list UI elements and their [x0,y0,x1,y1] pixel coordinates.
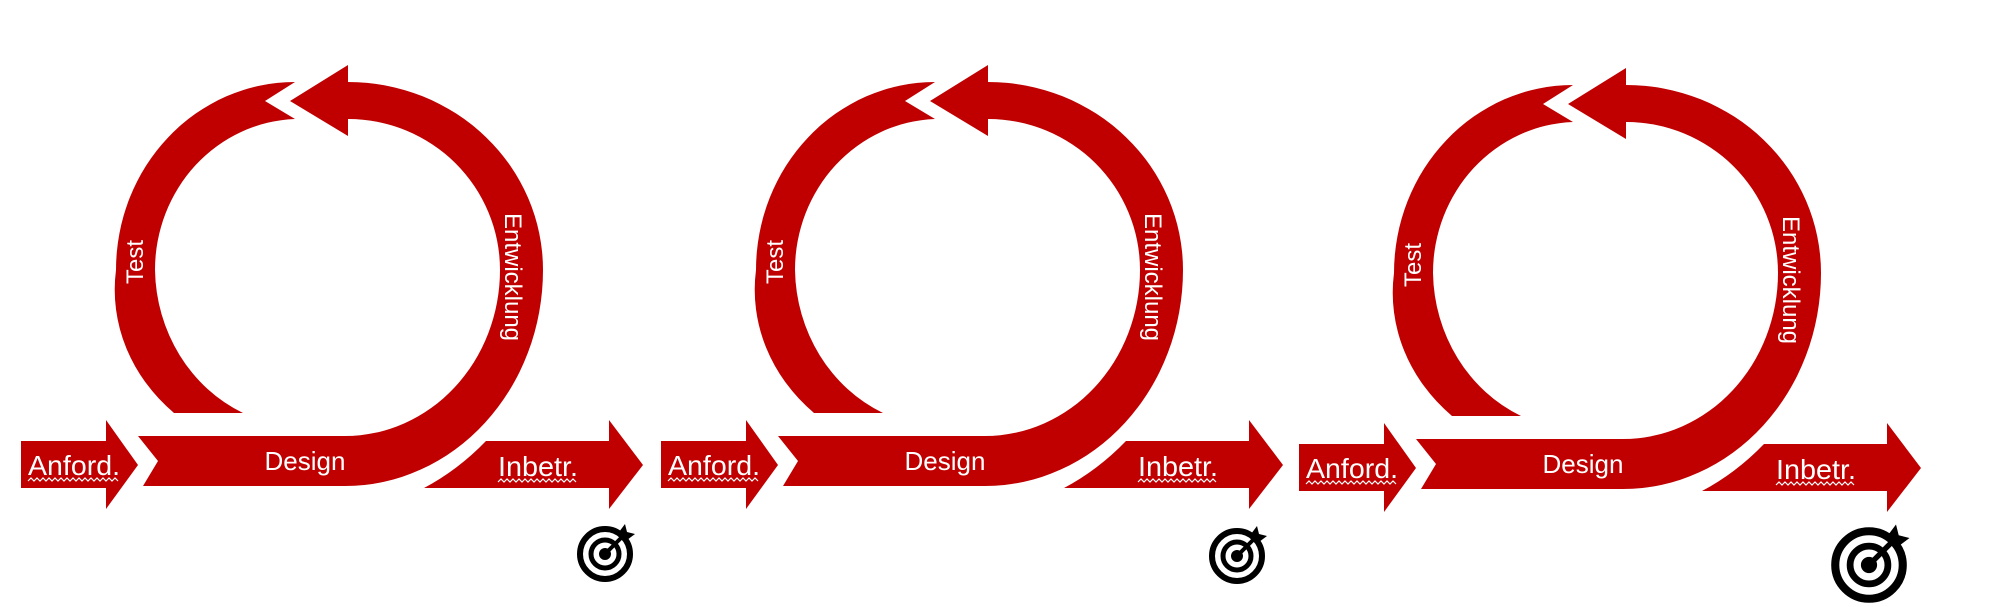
target-icon [1212,526,1267,581]
development-label: Entwicklung [1139,213,1166,341]
requirements-label: Anford. [28,450,120,481]
test-label: Test [1400,243,1427,287]
design-label: Design [905,446,986,476]
cycle-panel-1: Anford. Design Inbetr. Test Entwicklung [20,64,644,579]
process-arrows [660,64,1284,510]
cycle-panel-3: Anford. Design Inbetr. Test Entwicklung [1298,67,1922,599]
requirements-label: Anford. [668,450,760,481]
test-label: Test [122,240,149,284]
design-label: Design [1543,449,1624,479]
test-label: Test [762,240,789,284]
development-label: Entwicklung [499,213,526,341]
target-icon [1835,525,1909,599]
requirements-label: Anford. [1306,453,1398,484]
process-arrows [20,64,644,510]
deployment-label: Inbetr. [1138,451,1218,482]
process-arrows [1298,67,1922,513]
target-icon [580,524,635,579]
cycle-panel-2: Anford. Design Inbetr. Test Entwicklung [660,64,1284,581]
deployment-label: Inbetr. [498,451,578,482]
deployment-label: Inbetr. [1776,454,1856,485]
design-label: Design [265,446,346,476]
development-label: Entwicklung [1777,216,1804,344]
